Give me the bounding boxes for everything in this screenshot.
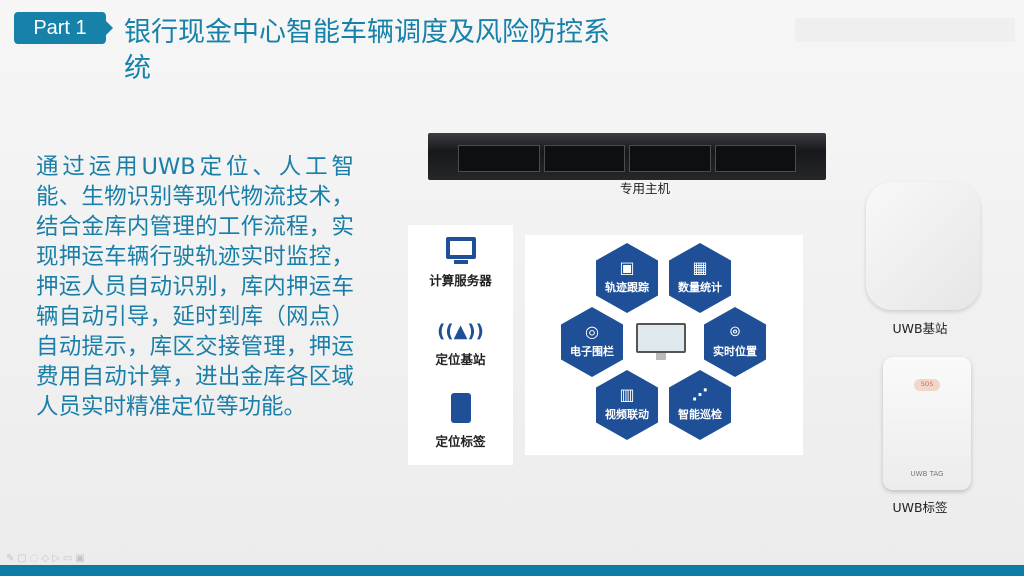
hex-label: 电子围栏 <box>570 345 614 358</box>
bottom-bar <box>0 565 1024 576</box>
body-text: 通过运用UWB定位、人工智能、生物识别等现代物流技术，结合金库内管理的工作流程，… <box>36 154 354 420</box>
fence-icon: ◎ <box>585 322 599 341</box>
base-item: ((▲)) 定位基站 <box>408 315 513 368</box>
uwb-tag-image: SOS UWB TAG <box>883 357 971 490</box>
server-image <box>428 133 826 180</box>
monitor-stand <box>656 353 666 360</box>
location-pin-icon: ⌾ <box>730 322 740 341</box>
hex-label: 实时位置 <box>713 345 757 358</box>
slideshow-toolbar[interactable]: ✎▢◌◇▷▭▣ <box>6 553 88 564</box>
part-badge: Part 1 <box>14 12 106 44</box>
corner-decoration <box>795 18 1015 42</box>
server-item-label: 计算服务器 <box>429 273 492 288</box>
base-item-label: 定位基站 <box>435 352 486 367</box>
tag-icon <box>450 393 471 423</box>
slide-title: 银行现金中心智能车辆调度及风险防控系统 <box>124 17 610 84</box>
tag-item: 定位标签 <box>408 393 513 450</box>
hex-label: 智能巡检 <box>678 408 722 421</box>
part-arrow-icon <box>106 21 113 35</box>
antenna-icon: ((▲)) <box>437 321 484 342</box>
uwb-base-label: UWB基站 <box>892 321 948 336</box>
tag-print: UWB TAG <box>910 470 944 478</box>
tracking-icon: ▣ <box>619 258 635 277</box>
server-label: 专用主机 <box>619 181 670 196</box>
server-item: 计算服务器 <box>408 237 513 289</box>
film-icon: ▥ <box>619 385 635 404</box>
chart-line-icon: ⋰ <box>692 385 708 404</box>
sos-button-image: SOS <box>914 379 940 391</box>
component-panel: 计算服务器 ((▲)) 定位基站 定位标签 <box>408 225 513 465</box>
tag-item-label: 定位标签 <box>435 434 486 449</box>
map-monitor-image <box>636 323 686 353</box>
calendar-icon: ▦ <box>692 258 708 277</box>
hex-label: 数量统计 <box>678 281 722 294</box>
uwb-base-station-image <box>866 182 980 310</box>
hex-label: 轨迹跟踪 <box>605 281 649 294</box>
hex-label: 视频联动 <box>605 408 649 421</box>
monitor-icon <box>445 237 476 259</box>
uwb-tag-label: UWB标签 <box>892 500 948 515</box>
monitor-stand-icon <box>453 260 468 264</box>
